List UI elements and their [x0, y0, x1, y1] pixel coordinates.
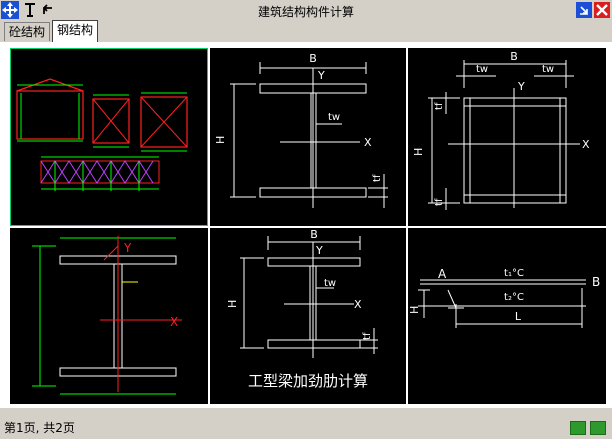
stiffener-diagram[interactable]: B Y tw X H tf 工型梁加劲肋计算 — [210, 228, 406, 404]
i-section-b-label: B — [309, 52, 317, 65]
thermal-a-label: A — [438, 267, 447, 281]
prev-page-button[interactable] — [570, 421, 586, 435]
stiffener-y-label: Y — [315, 244, 323, 257]
stiffener-b-label: B — [310, 228, 318, 241]
status-bar: 第1页, 共2页 — [0, 415, 612, 439]
i-section-h-label: H — [214, 136, 227, 144]
i-beam-detail-diagram[interactable]: Y X — [10, 228, 208, 404]
text-tool-icon[interactable] — [23, 1, 37, 19]
next-page-button[interactable] — [590, 421, 606, 435]
thermal-h-label: H — [408, 306, 421, 314]
box-b-label: B — [510, 50, 518, 63]
box-y-label: Y — [517, 80, 525, 93]
title-bar: 建筑结构构件计算 — [0, 0, 612, 20]
stiffener-h-label: H — [226, 300, 239, 308]
tab-concrete[interactable]: 砼结构 — [4, 22, 50, 41]
stiffener-tf-label: tf — [362, 332, 373, 340]
box-x-label: X — [582, 138, 590, 151]
thermal-t1-label: t₁°C — [504, 268, 524, 279]
box-section-diagram[interactable]: B tw tw Y X tf tf H — [408, 48, 606, 226]
box-tw-label-left: tw — [476, 64, 488, 75]
i-section-y-label: Y — [317, 69, 325, 82]
box-tf-label-top: tf — [434, 102, 445, 110]
diagram-canvas: B Y tw X H tf — [0, 42, 612, 408]
stiffener-caption: 工型梁加劲肋计算 — [248, 372, 368, 390]
tab-steel[interactable]: 钢结构 — [52, 20, 98, 43]
move-arrows-icon[interactable] — [1, 1, 19, 19]
i-section-diagram[interactable]: B Y tw X H tf — [210, 48, 406, 226]
minimize-icon[interactable] — [576, 1, 592, 19]
box-tf-label-bottom: tf — [434, 198, 445, 206]
close-icon[interactable] — [594, 1, 610, 19]
thermal-t2-label: t₂°C — [504, 292, 524, 303]
i-section-tf-label: tf — [372, 174, 383, 182]
stiffener-x-label: X — [354, 298, 362, 311]
window-title: 建筑结构构件计算 — [257, 5, 354, 19]
undo-icon[interactable] — [40, 1, 56, 19]
thermal-b-label: B — [592, 275, 600, 289]
tab-bar: 砼结构 钢结构 — [0, 20, 612, 43]
i-section-tw-label: tw — [328, 112, 340, 123]
stiffener-tw-label: tw — [324, 278, 336, 289]
i-section-x-label: X — [364, 136, 372, 149]
box-tw-label-right: tw — [542, 64, 554, 75]
thermal-beam-diagram[interactable]: A B t₁°C t₂°C H L — [408, 228, 606, 404]
i-beam-x-label: X — [170, 315, 178, 329]
box-h-label: H — [412, 148, 425, 156]
i-beam-y-label: Y — [123, 241, 132, 255]
thermal-l-label: L — [515, 310, 522, 323]
page-indicator: 第1页, 共2页 — [4, 421, 75, 435]
frame-structure-thumbnail[interactable] — [10, 48, 208, 226]
